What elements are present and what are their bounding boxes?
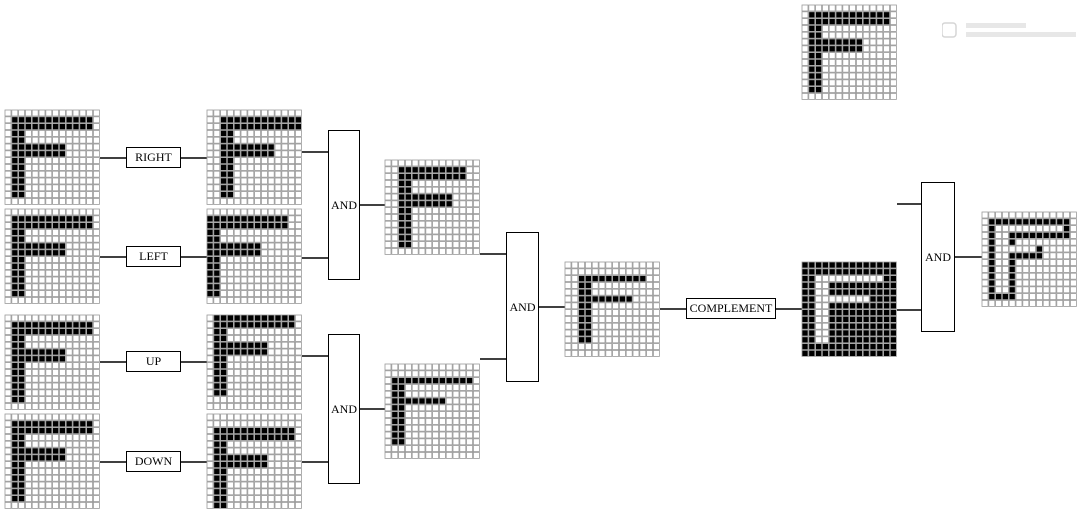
pixel-grids: [4, 4, 1077, 509]
complement-grid: [801, 261, 897, 357]
shifted-grid-left: [206, 208, 302, 304]
left-shift-label: LEFT: [126, 246, 181, 267]
connector-wires: [100, 151, 982, 463]
input-grid-up: [4, 314, 100, 410]
and-gate-final: AND: [921, 182, 955, 332]
shifted-grid-right: [206, 109, 302, 205]
and-result-grid-vertical: [384, 363, 480, 459]
and-gate-horizontal: AND: [328, 130, 360, 280]
and-result-grid-horizontal: [384, 159, 480, 255]
input-grid-left: [4, 208, 100, 304]
complement-label: COMPLEMENT: [686, 298, 776, 319]
shifted-grid-up: [206, 314, 302, 410]
and-gate-vertical: AND: [328, 334, 360, 484]
original-grid-top: [801, 4, 897, 100]
and-gate-combine: AND: [506, 232, 539, 382]
input-grid-down: [4, 413, 100, 509]
input-grid-right: [4, 109, 100, 205]
down-shift-label: DOWN: [126, 451, 181, 472]
shifted-grid-down: [206, 413, 302, 509]
erosion-grid: [564, 261, 660, 357]
right-shift-label: RIGHT: [126, 147, 181, 168]
up-shift-label: UP: [126, 351, 181, 372]
watermark-logo-icon: [942, 22, 1076, 38]
boundary-result-grid: [981, 211, 1077, 307]
